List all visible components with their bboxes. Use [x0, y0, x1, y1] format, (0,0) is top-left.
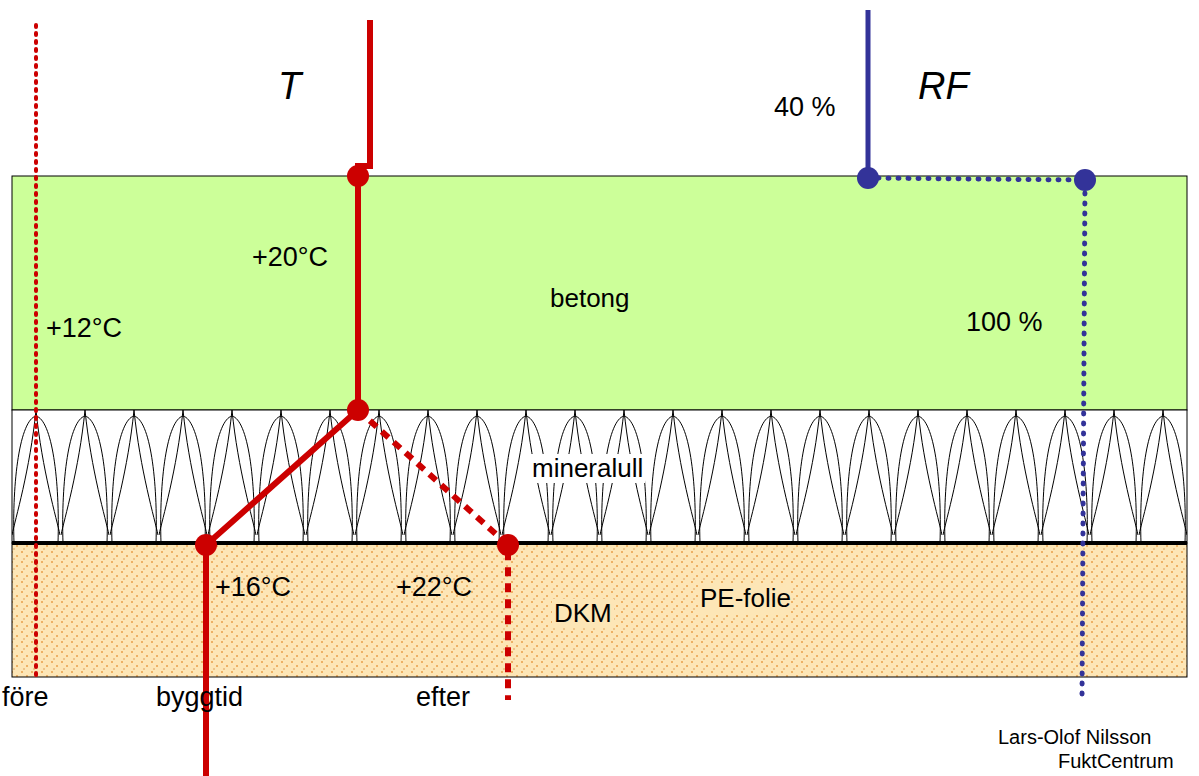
drainage-layer: DKM [12, 543, 1187, 677]
temperature-value: +16°C [215, 573, 291, 603]
author-note: Lars-Olof Nilsson [998, 726, 1151, 748]
temp-point [195, 534, 217, 556]
temp-point [347, 399, 369, 421]
rh-dotted-line [868, 178, 1085, 700]
rh-line [866, 10, 871, 178]
temp-after-line [358, 410, 508, 700]
layer-label: DKM [552, 599, 614, 628]
layer-label: mineralull [530, 454, 645, 483]
layer-label: PE-folie [700, 584, 791, 613]
rh-value: 40 % [774, 93, 836, 123]
temp-point [497, 534, 519, 556]
layer-label: betong [548, 284, 632, 313]
stage-label: före [2, 683, 49, 713]
axis-title: RF [918, 66, 969, 108]
drainage-band [12, 543, 1187, 677]
temp-point [347, 165, 369, 187]
organisation-note: FuktCentrum [1058, 750, 1174, 772]
temperature-value: +22°C [396, 573, 472, 603]
axis-title: T [278, 66, 301, 108]
temp-before-line [34, 25, 38, 680]
concrete-layer: betong [12, 176, 1187, 410]
pe-foil-line [12, 541, 1187, 545]
concrete-band [12, 176, 1187, 410]
stage-label: efter [416, 683, 470, 713]
insulation-layer: mineralull [12, 410, 1187, 543]
rh-value: 100 % [966, 308, 1043, 338]
rh-point [1074, 169, 1096, 191]
stage-label: byggtid [156, 683, 243, 713]
temp-construction-line [206, 20, 370, 776]
temperature-value: +20°C [252, 243, 328, 273]
temperature-value: +12°C [46, 314, 122, 344]
insulation-band [12, 410, 1187, 543]
rh-point [857, 167, 879, 189]
